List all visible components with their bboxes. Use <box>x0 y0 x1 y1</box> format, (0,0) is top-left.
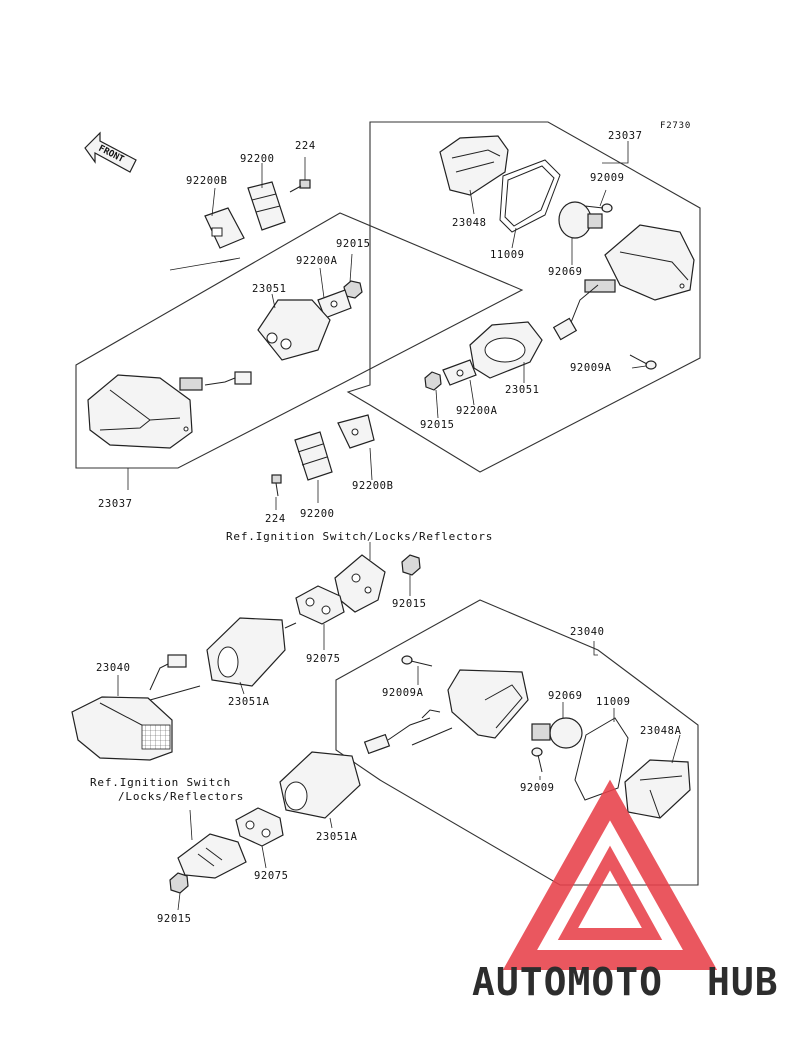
label-23048A: 23048A <box>640 725 682 737</box>
lens-23048 <box>439 135 509 196</box>
bulb-92069-top <box>558 201 603 239</box>
reference-text-mid: Ref.Ignition Switch/Locks/Reflectors <box>226 530 493 543</box>
housing-23040-left <box>71 654 201 761</box>
grommet-92075-bottom <box>235 807 284 847</box>
label-92200-top: 92200 <box>240 153 275 165</box>
label-92200A-right: 92200A <box>456 405 498 417</box>
gasket-11009 <box>499 159 561 233</box>
screw-92009-top <box>584 203 613 213</box>
boot-23051-left <box>257 299 331 361</box>
label-92069-bottom: 92069 <box>548 690 583 702</box>
label-92009A-bottom: 92009A <box>382 687 424 699</box>
label-92015-bottom: 92015 <box>157 913 192 925</box>
label-224-bottom: 224 <box>265 513 286 525</box>
label-23051-left: 23051 <box>252 283 287 295</box>
label-92075-mid: 92075 <box>306 653 341 665</box>
housing-23037-right <box>552 224 695 341</box>
label-23040-left: 23040 <box>96 662 131 674</box>
plate-92200A-right <box>442 359 477 386</box>
label-92015-mid: 92015 <box>392 598 427 610</box>
plate-92200B-right <box>337 414 375 449</box>
nut-92015-mid <box>401 554 421 576</box>
reference-bracket-mid <box>334 554 386 613</box>
watermark-logo: AUTOMOTO HUB <box>472 779 779 1004</box>
boot-23051A-bottom <box>279 751 361 819</box>
boot-23051-right <box>469 321 543 379</box>
label-92015-right: 92015 <box>420 419 455 431</box>
label-23037-left: 23037 <box>98 498 133 510</box>
reference-text-bottom-line1: Ref.Ignition Switch <box>90 776 231 789</box>
label-92200B-top: 92200B <box>186 175 228 187</box>
label-92009-bottom: 92009 <box>520 782 555 794</box>
label-92009-top: 92009 <box>590 172 625 184</box>
boot-23051A-mid <box>206 617 297 687</box>
lens-23048A <box>624 759 691 819</box>
housing-23040-right <box>363 669 529 755</box>
bracket-92200-bottom <box>294 431 333 481</box>
screw-224-bottom <box>271 474 282 497</box>
screw-92009A-top <box>629 354 657 370</box>
label-224-top: 224 <box>295 140 316 152</box>
grommet-92075-mid <box>295 585 345 625</box>
plate-92200B-top <box>204 207 245 249</box>
part-labels: 23037 23048 11009 92009 92069 92009A 230… <box>96 130 682 925</box>
housing-23037-left <box>87 371 252 449</box>
watermark-triangle-icon <box>502 779 718 970</box>
bulb-92069-bottom <box>531 717 583 749</box>
front-arrow-icon: FRONT <box>84 131 137 173</box>
label-92009A-top: 92009A <box>570 362 612 374</box>
label-23040-right: 23040 <box>570 626 605 638</box>
label-92015-top: 92015 <box>336 238 371 250</box>
label-11009-bottom: 11009 <box>596 696 631 708</box>
label-92200A-top: 92200A <box>296 255 338 267</box>
leader-lines <box>117 141 681 911</box>
figure-code: F2730 <box>660 121 691 131</box>
frame-top-left <box>75 212 524 469</box>
label-92200-bottom: 92200 <box>300 508 335 520</box>
screw-92009A-bottom <box>401 655 433 667</box>
label-11009-top: 11009 <box>490 249 525 261</box>
label-92200B-right: 92200B <box>352 480 394 492</box>
frame-top-right <box>346 121 701 473</box>
label-23051-right: 23051 <box>505 384 540 396</box>
nut-92015-right <box>424 371 442 391</box>
label-92069-top: 92069 <box>548 266 583 278</box>
label-23048: 23048 <box>452 217 487 229</box>
label-23037-top: 23037 <box>608 130 643 142</box>
watermark-text-part1: AUTOMOTO <box>472 960 663 1004</box>
gasket-11009-bottom <box>574 717 629 801</box>
reference-text-bottom-line2: /Locks/Reflectors <box>118 790 244 803</box>
label-92075-bottom: 92075 <box>254 870 289 882</box>
bracket-92200-top <box>247 181 286 231</box>
watermark-text-part2: HUB <box>707 960 779 1004</box>
nut-92015-bottom <box>169 872 189 894</box>
reference-bracket-bottom <box>177 833 247 879</box>
screw-224-top <box>289 179 311 193</box>
screw-92009-bottom <box>531 747 543 773</box>
label-23051A-bottom: 23051A <box>316 831 358 843</box>
label-23051A-mid: 23051A <box>228 696 270 708</box>
